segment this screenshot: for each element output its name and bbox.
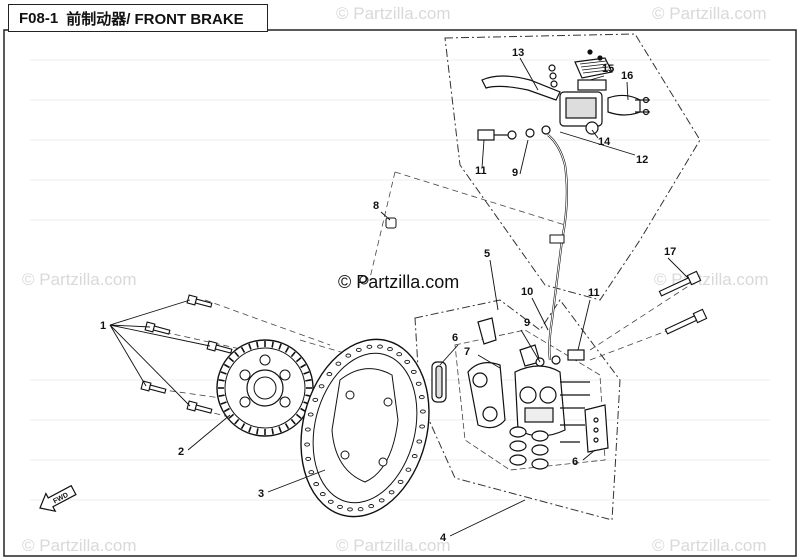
watermark: © Partzilla.com: [652, 4, 767, 23]
diagram-code: F08-1: [19, 9, 59, 27]
caliper-inner-outline: [454, 329, 606, 471]
callout-6: 6: [452, 332, 458, 344]
watermark: © Partzilla.com: [336, 536, 451, 555]
disc-bolts: [140, 294, 233, 414]
callout-17: 17: [664, 246, 676, 258]
watermark-main: © Partzilla.com: [338, 272, 460, 292]
diagram-frame: [3, 29, 797, 557]
callout-13: 13: [512, 47, 524, 59]
callout-6: 6: [572, 456, 578, 468]
background-lines: [30, 59, 770, 501]
callout-2: 2: [178, 446, 184, 458]
pad-spring: [477, 317, 497, 345]
watermark: © Partzilla.com: [22, 270, 137, 289]
brake-lever: [481, 75, 561, 101]
callout-7: 7: [464, 346, 470, 358]
callout-8: 8: [373, 200, 379, 212]
reservoir: [565, 97, 597, 119]
callout-12: 12: [636, 154, 648, 166]
fwd-arrow-icon: FWD: [39, 484, 77, 513]
hose-clip: [385, 217, 397, 229]
caliper-mount-bolts: [658, 270, 708, 335]
hose-grommet: [549, 234, 565, 244]
master-cylinder-group-outline: [444, 33, 701, 301]
callout-11: 11: [475, 165, 487, 177]
diaphragm: [577, 79, 607, 91]
callout-11: 11: [588, 287, 600, 299]
small-bolt: [359, 275, 369, 285]
callout-10: 10: [521, 286, 533, 298]
callout-3: 3: [258, 488, 264, 500]
callout-9: 9: [524, 317, 530, 329]
callout-leaders: [109, 57, 689, 537]
brake-hose-inner: [547, 134, 568, 361]
callout-15: 15: [602, 63, 614, 75]
banjo-bolt-upper: [477, 125, 551, 141]
callout-4: 4: [440, 532, 447, 544]
watermark: © Partzilla.com: [22, 536, 137, 555]
diagram-title: 前制动器/ FRONT BRAKE: [66, 10, 244, 28]
master-cylinder-assembly: [481, 49, 650, 135]
rotor-carrier: [216, 339, 314, 437]
callout-14: 14: [598, 136, 611, 148]
brake-disc: [300, 338, 430, 518]
callout-5: 5: [484, 248, 490, 260]
watermark: © Partzilla.com: [652, 536, 767, 555]
callout-1: 1: [100, 320, 106, 332]
callout-9: 9: [512, 167, 518, 179]
caliper-assembly: [431, 317, 609, 470]
watermark: © Partzilla.com: [336, 4, 451, 23]
diagram-title-box: F08-1 前制动器/ FRONT BRAKE: [8, 4, 268, 32]
callout-16: 16: [621, 70, 633, 82]
